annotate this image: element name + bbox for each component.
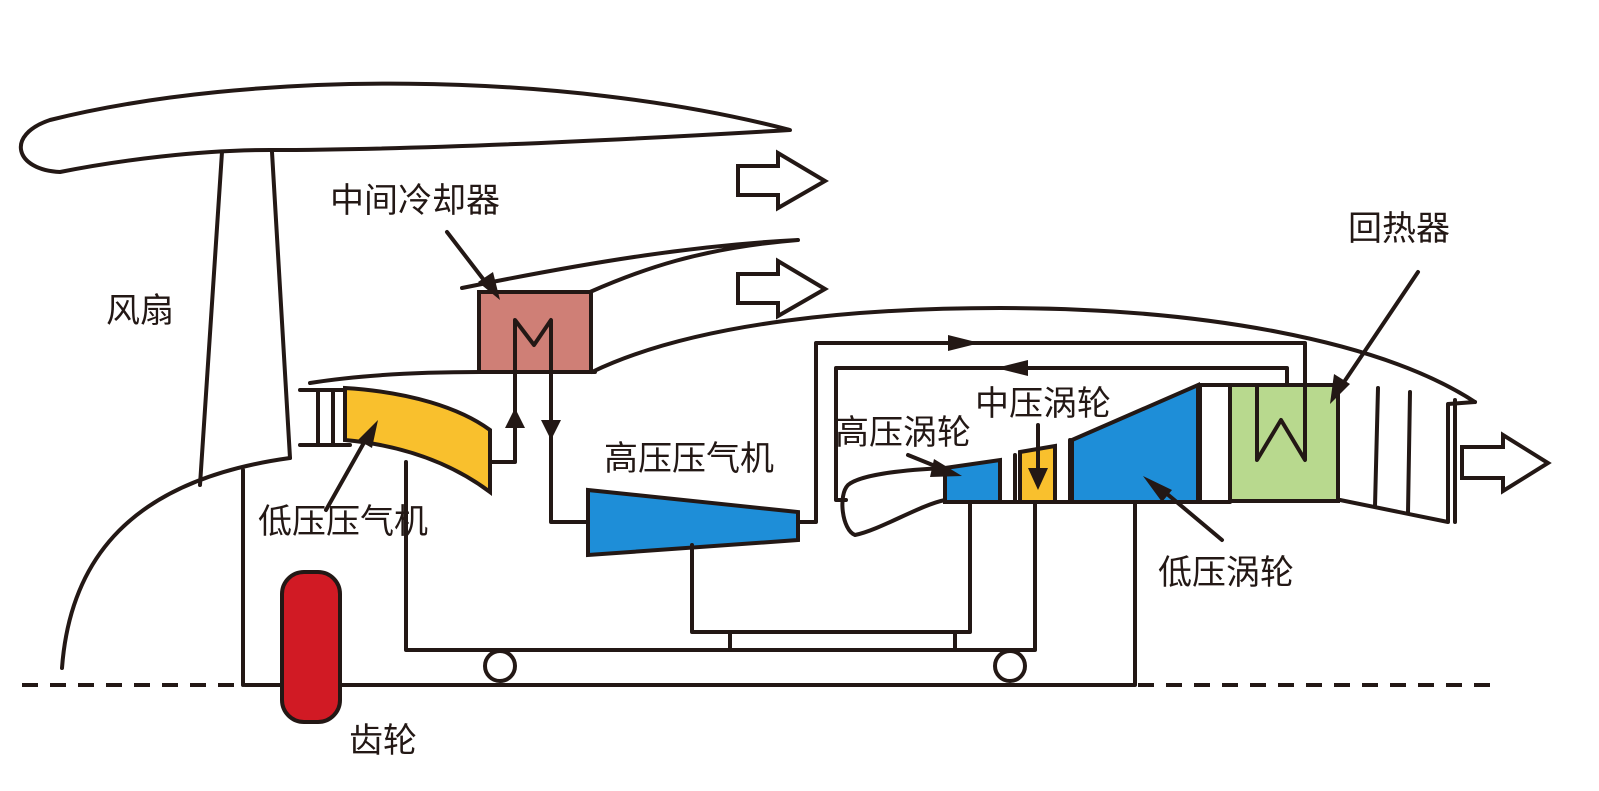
- hpc-outlet-pipe: [796, 341, 1307, 524]
- recuperator-coil: [1255, 383, 1307, 462]
- nozzle-vane-1: [1373, 386, 1380, 508]
- pipe-arrow-up: [505, 408, 525, 428]
- core-cowl: [590, 306, 1477, 404]
- bearing-left: [483, 649, 517, 683]
- lp-compressor: [343, 385, 492, 496]
- bypass-flow-arrow-2: [736, 257, 829, 320]
- flow-arrow-right: [948, 335, 980, 351]
- intercooler-to-hpc-pipe: [549, 370, 592, 524]
- exhaust-flow-arrow: [1460, 431, 1552, 495]
- bearing-right: [993, 649, 1027, 683]
- fan-blade: [198, 150, 292, 487]
- label-lp-compressor: 低压压气机: [258, 502, 428, 542]
- leader-lp-compressor: [324, 420, 378, 512]
- bypass-splitter: [460, 238, 800, 294]
- leader-intercooler: [445, 230, 500, 300]
- recuperator: [1228, 383, 1340, 503]
- leader-recuperator: [1330, 270, 1420, 404]
- gear: [280, 570, 342, 724]
- pipe-arrow-down: [541, 420, 561, 440]
- shafts: [243, 460, 1137, 687]
- hp-turbine: [943, 457, 1002, 504]
- inlet-guide-vanes: [298, 388, 352, 447]
- nozzle-vane-2: [1406, 390, 1412, 515]
- combustor: [840, 466, 947, 537]
- flow-arrow-left: [996, 360, 1028, 376]
- leader-hp-turbine: [906, 453, 962, 477]
- intercooler-coil: [513, 318, 553, 374]
- ipt-arrow-head: [1028, 468, 1048, 490]
- label-lp-turbine: 低压涡轮: [1158, 553, 1294, 593]
- label-fan: 风扇: [106, 291, 174, 331]
- exhaust-nozzle: [1338, 400, 1477, 524]
- hp-compressor: [586, 487, 800, 558]
- label-hp-turbine: 高压涡轮: [835, 413, 971, 453]
- label-recuperator: 回热器: [1348, 209, 1450, 249]
- fan-nacelle: [18, 81, 792, 174]
- label-intercooler: 中间冷却器: [330, 181, 500, 221]
- label-hp-compressor: 高压压气机: [604, 439, 774, 479]
- label-gear: 齿轮: [349, 721, 417, 761]
- intercooler: [477, 290, 593, 374]
- recuperator-return-pipe: [834, 366, 1289, 502]
- bypass-flow-arrow-1: [736, 149, 829, 212]
- leader-lp-turbine: [1143, 476, 1224, 542]
- core-cowl-front: [308, 370, 597, 385]
- label-ip-turbine: 中压涡轮: [975, 384, 1111, 424]
- core-spinner: [60, 456, 292, 670]
